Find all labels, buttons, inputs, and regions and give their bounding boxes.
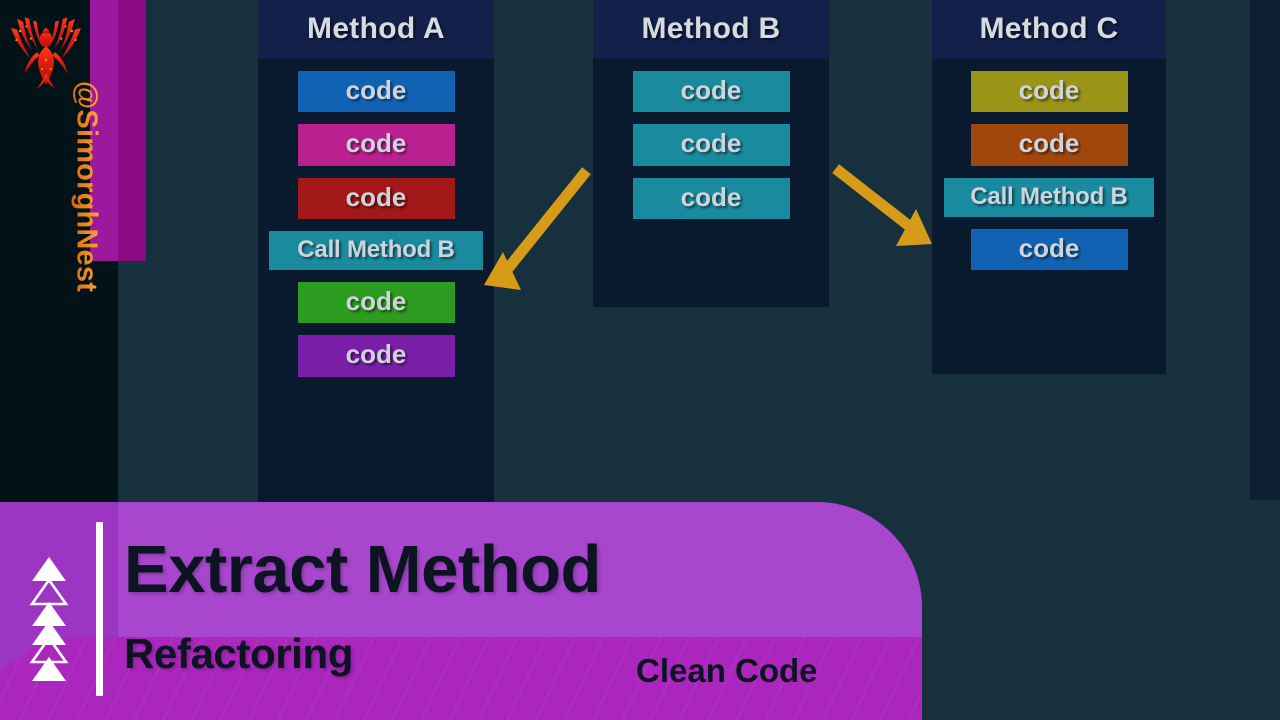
code-block[interactable]: code <box>970 124 1128 166</box>
method-box-b: Method B code code code <box>593 0 829 307</box>
method-c-title: Method C <box>932 0 1166 59</box>
code-block[interactable]: code <box>297 282 455 324</box>
code-block[interactable]: code <box>632 71 790 113</box>
code-block[interactable]: code <box>297 335 455 377</box>
page-tag: Clean Code <box>636 652 818 689</box>
code-block[interactable]: code <box>297 124 455 166</box>
banner-stripe-texture <box>0 637 922 720</box>
code-block[interactable]: code <box>970 228 1128 271</box>
code-block[interactable]: code <box>297 177 455 219</box>
page-title: Extract Method <box>124 532 601 607</box>
call-method-b-block[interactable]: Call Method B <box>269 230 483 271</box>
method-b-title: Method B <box>593 0 829 59</box>
triangle-stack-icon <box>28 555 70 685</box>
method-box-a: Method A code code code Call Method B co… <box>258 0 494 510</box>
page-subtitle: Refactoring <box>124 630 353 677</box>
banner-subband <box>0 637 922 720</box>
code-block[interactable]: code <box>970 71 1128 113</box>
method-a-body: code code code Call Method B code code <box>258 59 494 391</box>
method-b-body: code code code <box>593 59 829 233</box>
accent-bar-dark <box>118 0 146 261</box>
phoenix-icon <box>8 8 84 92</box>
channel-handle: @SimorghNest <box>70 77 103 297</box>
accent-bar-light <box>90 0 118 261</box>
vertical-bar-icon <box>96 522 103 696</box>
method-box-c: Method C code code Call Method B code <box>932 0 1166 374</box>
code-block[interactable]: code <box>632 177 790 219</box>
code-block[interactable]: code <box>297 71 455 113</box>
right-edge-strip <box>1250 0 1280 500</box>
call-method-b-block[interactable]: Call Method B <box>944 177 1154 217</box>
method-c-body: code code Call Method B code <box>932 59 1166 284</box>
method-a-title: Method A <box>258 0 494 59</box>
code-block[interactable]: code <box>632 124 790 166</box>
